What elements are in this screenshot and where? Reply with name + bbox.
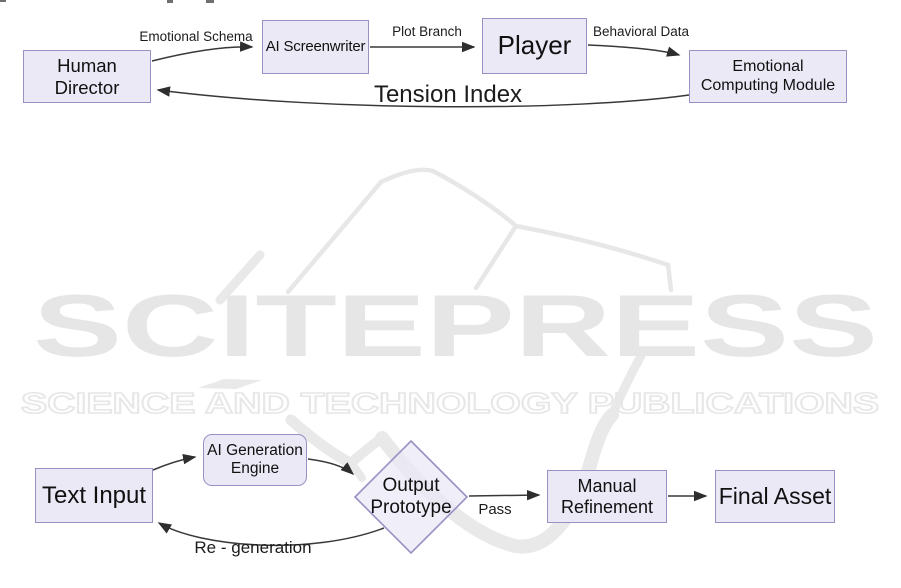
node-label: Player — [497, 30, 572, 61]
node-ai-screenwriter: AI Screenwriter — [262, 20, 369, 74]
edge-label-emotional-schema: Emotional Schema — [139, 29, 253, 44]
edge-label-re-generation: Re - generation — [194, 538, 312, 557]
edge-input-to-engine — [152, 453, 197, 471]
node-player: Player — [482, 18, 587, 74]
node-label-line: Prototype — [370, 497, 452, 518]
node-output-prototype: Output Prototype — [355, 471, 467, 523]
edge-label-pass: Pass — [478, 501, 512, 518]
edge-module-to-director-tension — [156, 86, 690, 108]
edge-player-to-module — [587, 44, 681, 57]
watermark-tagline-text: SCIENCE AND TECHNOLOGY PUBLICATIONS — [21, 388, 879, 420]
edge-prototype-to-refinement — [468, 489, 541, 501]
node-text-input: Text Input — [35, 468, 153, 523]
output-prototype-diamond-shape — [353, 439, 469, 555]
cropped-text-fragment — [206, 0, 214, 3]
edge-director-to-screenwriter — [151, 41, 254, 62]
cropped-text-fragment — [0, 0, 6, 2]
node-label: Text Input — [41, 481, 147, 509]
edge-label-tension-index: Tension Index — [373, 81, 523, 108]
node-label-line: Emotional — [732, 58, 804, 76]
edge-prototype-to-input-regeneration — [157, 522, 385, 547]
node-label-line: Computing Module — [700, 76, 836, 94]
watermark-paper-plane-icon — [285, 167, 674, 295]
node-emotional-computing-module: Emotional Computing Module — [689, 50, 847, 103]
node-manual-refinement: Manual Refinement — [547, 470, 667, 523]
edge-label-behavioral-data: Behavioral Data — [592, 24, 690, 39]
edge-label-plot-branch: Plot Branch — [392, 24, 462, 39]
node-label-line: Manual — [577, 475, 637, 496]
node-label: AI Screenwriter — [265, 38, 366, 56]
watermark-fragment — [198, 379, 262, 389]
node-label: Human Director — [54, 55, 120, 98]
node-label-line: Output — [382, 475, 440, 497]
node-ai-generation-engine: AI Generation Engine — [203, 434, 307, 486]
node-label-line: Refinement — [560, 496, 654, 517]
cropped-text-fragment — [167, 0, 173, 3]
node-final-asset: Final Asset — [715, 470, 835, 523]
edge-engine-to-prototype — [307, 458, 355, 475]
node-human-director: Human Director — [23, 50, 151, 103]
node-label: Final Asset — [718, 483, 832, 510]
node-label-line: AI Generation — [207, 442, 303, 460]
watermark-logo-text: SCITEPRESS — [33, 276, 878, 375]
node-label-line: Engine — [230, 460, 280, 477]
